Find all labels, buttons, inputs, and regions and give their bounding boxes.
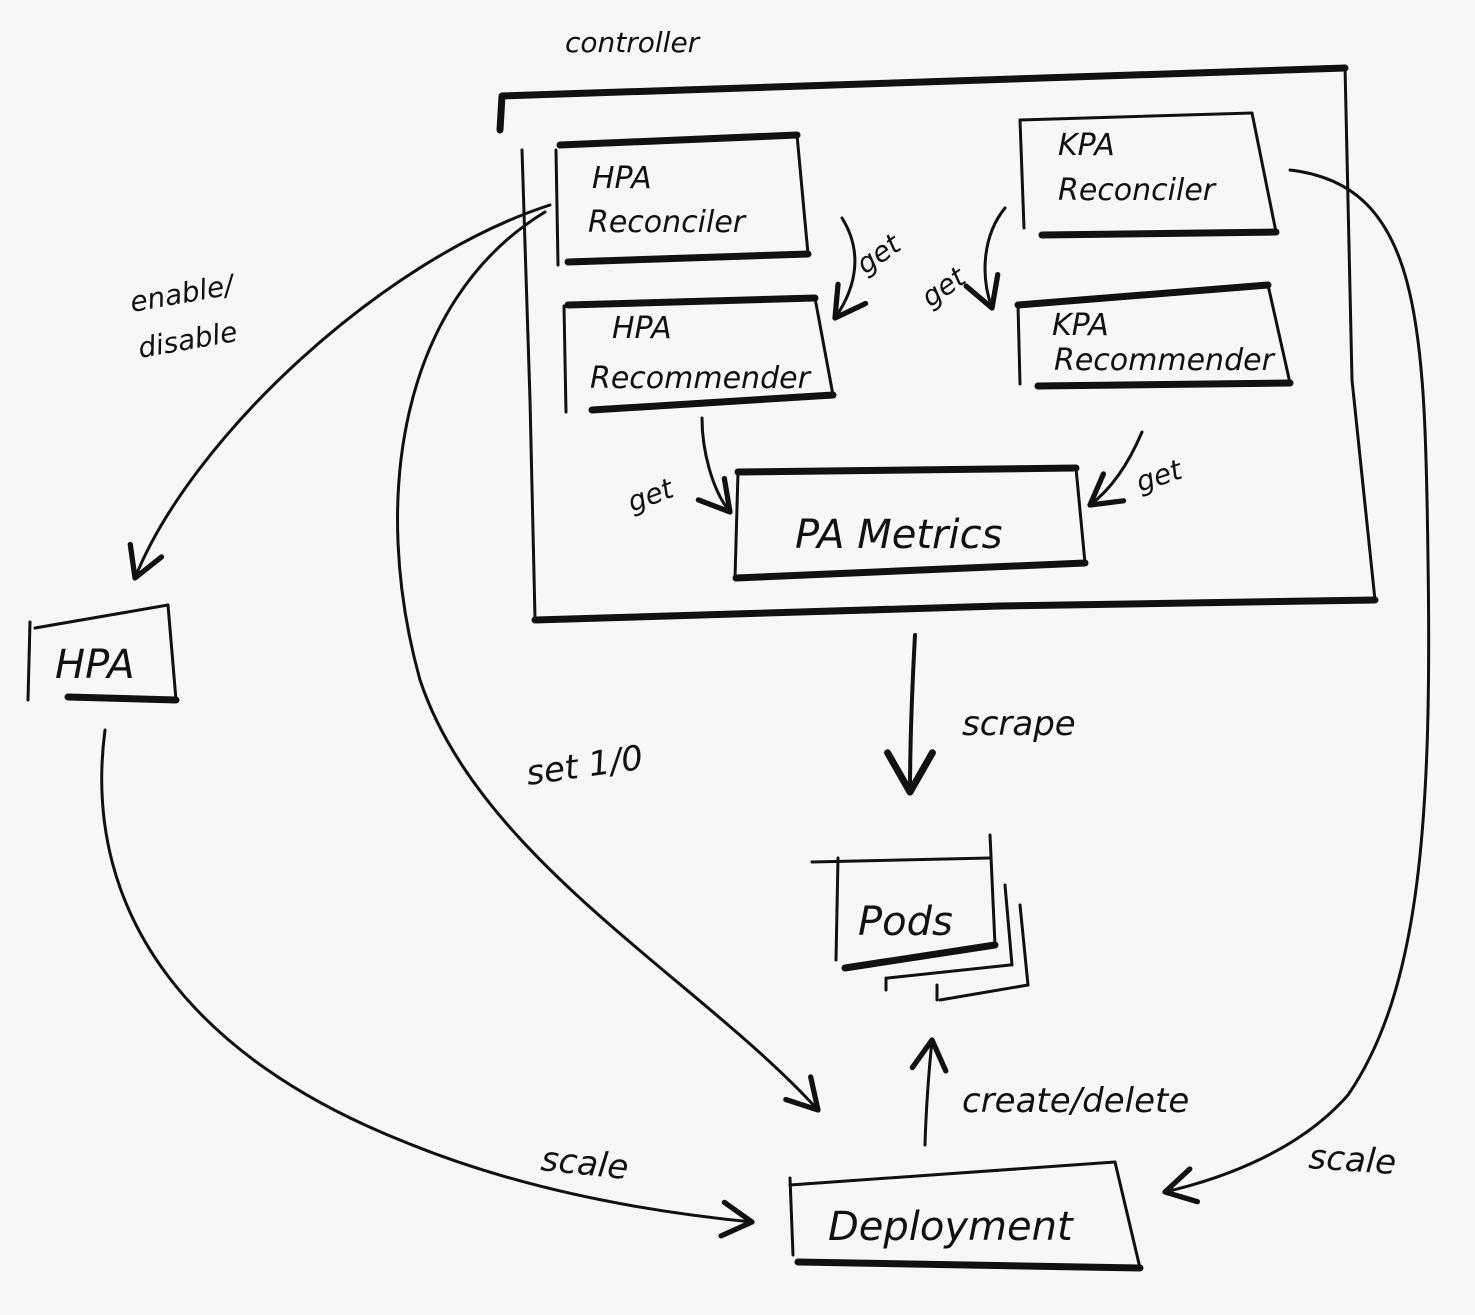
edge-hpa-reconciler-to-recommender: get bbox=[832, 216, 908, 321]
edge-label-scale-right: scale bbox=[1307, 1137, 1397, 1183]
edge-label-set: set 1/0 bbox=[524, 738, 646, 794]
pa-metrics-label: PA Metrics bbox=[795, 512, 1002, 558]
edge-kpa-recommender-to-metrics: get bbox=[1087, 430, 1187, 508]
deployment-box: Deployment bbox=[788, 1160, 1144, 1272]
pods-box: Pods bbox=[810, 833, 1030, 1002]
edge-deployment-to-pods: create/delete bbox=[909, 1037, 1189, 1147]
kpa-reconciler-label-1: KPA bbox=[1058, 128, 1115, 163]
kpa-reconciler-label-2: Reconciler bbox=[1058, 173, 1217, 208]
edge-label-scrape: scrape bbox=[962, 704, 1076, 744]
edge-label-hpa-get: get bbox=[850, 227, 907, 281]
hpa-recommender-label-2: Recommender bbox=[590, 361, 812, 396]
edge-hpa-reconciler-to-deployment: set 1/0 bbox=[396, 210, 821, 1113]
kpa-recommender-label-2: Recommender bbox=[1054, 343, 1276, 378]
edge-label-create-delete: create/delete bbox=[962, 1081, 1189, 1121]
edge-label-disable: disable bbox=[135, 315, 239, 365]
edge-label-kpa-get: get bbox=[915, 260, 972, 314]
edge-kpa-reconciler-to-recommender: get bbox=[915, 206, 1007, 314]
kpa-reconciler-box: KPA Reconciler bbox=[1018, 111, 1280, 239]
controller-label: controller bbox=[565, 26, 701, 59]
edge-kpa-reconciler-to-deployment: scale bbox=[1162, 168, 1431, 1205]
hpa-reconciler-label-2: Reconciler bbox=[588, 205, 747, 240]
edge-hpa-recommender-to-metrics: get bbox=[623, 416, 733, 519]
edge-label-kpa-rec-get: get bbox=[1132, 453, 1187, 499]
hpa-reconciler-box: HPA Reconciler bbox=[554, 131, 812, 267]
hpa-recommender-box: HPA Recommender bbox=[562, 294, 837, 414]
kpa-recommender-label-1: KPA bbox=[1052, 308, 1109, 343]
edge-controller-to-pods: scrape bbox=[884, 633, 1076, 796]
edge-label-enable: enable/ bbox=[127, 268, 238, 319]
pa-metrics-box: PA Metrics bbox=[732, 464, 1089, 582]
deployment-label: Deployment bbox=[828, 1204, 1074, 1250]
edge-label-hpa-rec-get: get bbox=[623, 471, 678, 518]
hpa-label: HPA bbox=[55, 642, 135, 688]
edge-hpa-to-deployment: scale bbox=[100, 728, 755, 1239]
edge-label-scale-left: scale bbox=[539, 1139, 630, 1188]
pods-label: Pods bbox=[858, 899, 953, 945]
hpa-box: HPA bbox=[26, 603, 180, 704]
hpa-reconciler-label-1: HPA bbox=[592, 161, 652, 196]
hpa-recommender-label-1: HPA bbox=[612, 311, 672, 346]
controller-container: controller bbox=[496, 26, 1379, 624]
kpa-recommender-box: KPA Recommender bbox=[1014, 281, 1294, 390]
